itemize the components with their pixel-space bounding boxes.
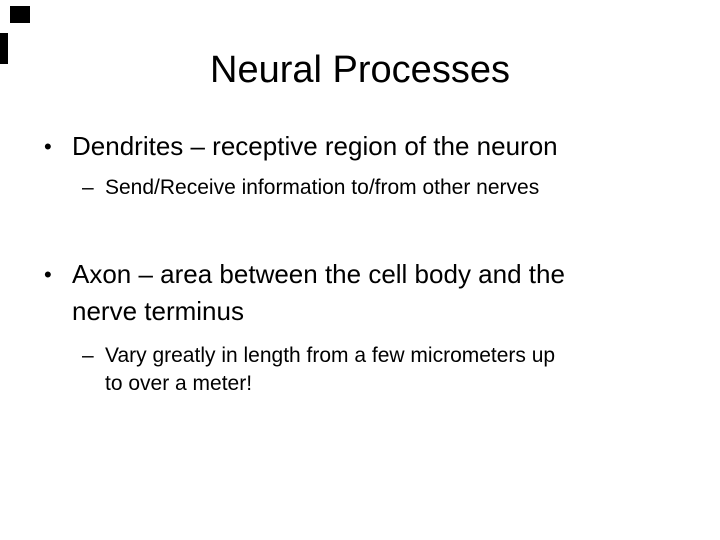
bullet-item-axon: • Axon – area between the cell body and … (44, 256, 565, 330)
bullet-text-line-1: Axon – area between the cell body and th… (72, 259, 565, 289)
bullet-text: Dendrites – receptive region of the neur… (72, 131, 558, 161)
slide-title: Neural Processes (210, 49, 510, 91)
bullet-text-line-2: nerve terminus (72, 296, 244, 326)
sub-bullet-item-vary-greatly: – Vary greatly in length from a few micr… (82, 342, 555, 398)
sub-bullet-item-send-receive: – Send/Receive information to/from other… (82, 174, 539, 202)
dash-icon: – (82, 176, 94, 199)
corner-mark-bar (0, 33, 8, 64)
dash-icon: – (82, 344, 94, 367)
sub-bullet-text-line-1: Vary greatly in length from a few microm… (105, 344, 556, 367)
bullet-icon: • (44, 134, 52, 159)
sub-bullet-text-line-2: to over a meter! (105, 372, 253, 395)
corner-mark-square (10, 6, 30, 23)
sub-bullet-text: Send/Receive information to/from other n… (105, 176, 540, 199)
bullet-icon: • (44, 262, 52, 287)
bullet-item-dendrites: • Dendrites – receptive region of the ne… (44, 128, 558, 165)
